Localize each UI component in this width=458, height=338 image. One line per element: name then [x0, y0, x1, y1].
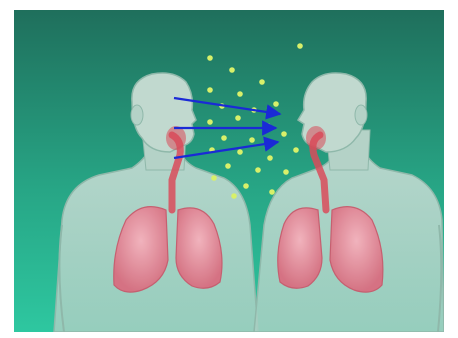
droplet [267, 155, 273, 161]
droplet [207, 55, 213, 61]
droplet [259, 79, 265, 85]
right-person-nasal-cavity [306, 126, 326, 150]
droplet [297, 43, 303, 49]
droplet [221, 135, 227, 141]
droplet [293, 147, 299, 153]
scene-illustration [14, 10, 444, 332]
droplet [237, 91, 243, 97]
droplet [283, 169, 289, 175]
droplet [273, 101, 279, 107]
transmission-scene [14, 10, 444, 332]
left-person-nasal-cavity [166, 126, 186, 150]
droplet [235, 115, 241, 121]
droplet [281, 131, 287, 137]
droplet [231, 193, 237, 199]
droplet [225, 163, 231, 169]
droplet [229, 67, 235, 73]
droplet [255, 167, 261, 173]
left-person-ear [131, 105, 143, 125]
droplet [243, 183, 249, 189]
droplet [207, 87, 213, 93]
droplet [249, 137, 255, 143]
right-person-ear [355, 105, 367, 125]
droplet [237, 149, 243, 155]
droplet [269, 189, 275, 195]
droplet [207, 119, 213, 125]
droplet [211, 175, 217, 181]
